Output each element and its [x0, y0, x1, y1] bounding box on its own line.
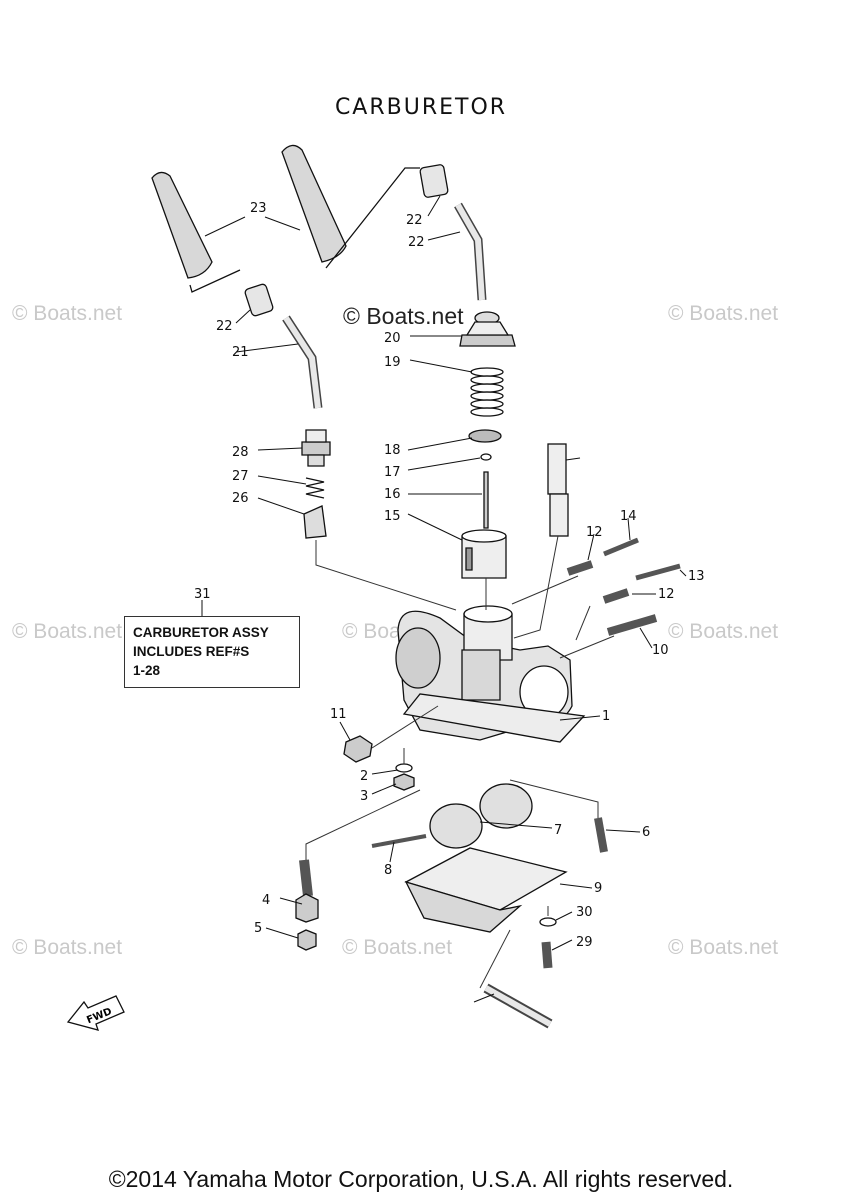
part-8-float-pin — [371, 834, 427, 848]
watermark: © Boats.net — [12, 302, 123, 325]
part-21-left-tube — [282, 315, 323, 409]
part-1-carburetor-body — [395, 605, 586, 743]
callout-17: 17 — [384, 465, 401, 480]
callout-28: 30 — [576, 905, 593, 920]
diagram-title: CARBURETOR — [334, 95, 508, 120]
part-16-jet-needle — [483, 471, 489, 529]
note-line: INCLUDES REF#S — [133, 644, 250, 659]
part-30-tube — [547, 443, 569, 537]
part-26-fitting — [301, 429, 331, 467]
callout-12: 12 — [586, 525, 603, 540]
callout-24: 26 — [232, 491, 249, 506]
note-line: 1-28 — [133, 663, 161, 678]
part-7-floats — [429, 783, 533, 849]
callout-3: 3 — [360, 789, 368, 804]
callout-14: 14 — [620, 509, 637, 524]
callout-25: 27 — [232, 469, 249, 484]
callout-leaders — [201, 195, 687, 1003]
callout-numbers: 23 22 22 22 21 20 19 18 17 16 15 28 27 2… — [194, 201, 705, 950]
callout-10: 10 — [652, 643, 669, 658]
part-11-nut — [343, 735, 373, 763]
callout-21: 22 — [408, 235, 425, 250]
watermark: © Boats.net — [12, 936, 123, 959]
callout-4: 4 — [262, 893, 270, 908]
part-13-screw — [635, 563, 681, 581]
forward-arrow-icon: FWD — [66, 995, 125, 1031]
assembly-note-box: CARBURETOR ASSY INCLUDES REF#S 1-28 — [124, 616, 300, 688]
part-22-left — [244, 283, 274, 317]
part-19-spring — [470, 367, 504, 417]
part-6-screw — [594, 817, 608, 853]
part-15-throttle-valve — [461, 529, 507, 579]
part-23-left-cap — [151, 171, 213, 279]
note-line: CARBURETOR ASSY — [133, 625, 269, 640]
callout-21: 21 — [232, 345, 249, 360]
callout-20: 20 — [384, 331, 401, 346]
callout-15: 15 — [384, 509, 401, 524]
callout-19: 19 — [384, 355, 401, 370]
part-23-right-cap — [281, 144, 347, 263]
watermark: © Boats.net — [668, 936, 779, 959]
center-watermark: © Boats.net — [343, 303, 464, 329]
copyright-notice: ©2014 Yamaha Motor Corporation, U.S.A. A… — [108, 1166, 734, 1192]
callout-22: 22 — [216, 319, 233, 334]
callout-1: 1 — [602, 709, 610, 724]
callout-6: 6 — [642, 825, 650, 840]
part-17-clip — [480, 453, 492, 461]
callout-31: 31 — [194, 587, 211, 602]
part-9-float-bowl — [404, 847, 568, 933]
part-22-right — [419, 164, 449, 198]
callout-22: 22 — [406, 213, 423, 228]
part-18-retainer — [468, 429, 502, 443]
assembly-guide-lines — [305, 535, 615, 989]
callout-27: 29 — [576, 935, 593, 950]
callout-18: 18 — [384, 443, 401, 458]
part-21-right-tube — [454, 202, 487, 301]
callout-8: 8 — [384, 863, 392, 878]
watermark: © Boats.net — [342, 936, 453, 959]
callout-13: 13 — [688, 569, 705, 584]
part-12-spring-upper — [566, 560, 594, 576]
callout-9: 9 — [594, 881, 602, 896]
callout-5: 5 — [254, 921, 262, 936]
watermark: © Boats.net — [668, 620, 779, 643]
part-4-drain-screw — [299, 859, 313, 897]
part-10-screw — [606, 614, 658, 636]
callout-23: 23 — [250, 201, 267, 216]
part-27-screw — [541, 941, 553, 969]
callout-12: 12 — [658, 587, 675, 602]
part-12-spring-lower — [602, 588, 630, 604]
part-14-screw — [603, 537, 639, 557]
part-2-washer — [395, 763, 413, 773]
callout-7: 7 — [554, 823, 562, 838]
watermark: © Boats.net — [668, 302, 779, 325]
part-25-spring — [305, 477, 325, 499]
callout-26: 28 — [232, 445, 249, 460]
part-3-nut — [393, 773, 415, 791]
watermark: © Boats.net — [12, 620, 123, 643]
part-24-starter-plunger — [303, 505, 327, 539]
callout-11: 11 — [330, 707, 347, 722]
callout-2: 2 — [360, 769, 368, 784]
part-5-nut — [297, 929, 317, 951]
part-4-hex — [295, 893, 319, 923]
part-20-top-cap — [459, 311, 516, 347]
callout-16: 16 — [384, 487, 401, 502]
part-28-washer — [539, 917, 557, 927]
